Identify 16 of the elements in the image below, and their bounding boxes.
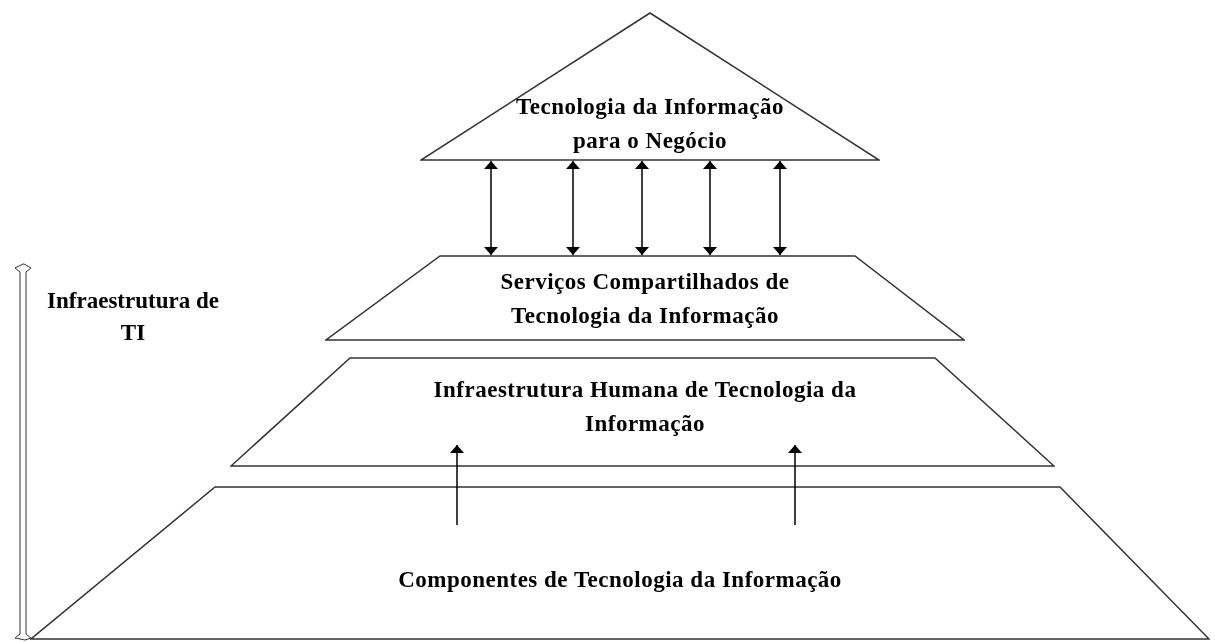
- triangle-shape: [420, 12, 880, 161]
- layer-title: Serviços Compartilhados de Tecnologia da Informação: [499, 268, 791, 330]
- arrow: [635, 160, 649, 256]
- layer-title: Componentes de Tecnologia da Informação: [397, 566, 843, 594]
- layer-title: Tecnologia da Informação para o Negócio: [515, 93, 785, 155]
- trapezoid-shape: [230, 357, 1055, 467]
- arrow: [566, 160, 580, 256]
- arrow: [484, 160, 498, 256]
- trapezoid-shape: [30, 486, 1210, 640]
- trapezoid-shape: [325, 255, 965, 341]
- arrow: [788, 444, 802, 526]
- arrow: [773, 160, 787, 256]
- bracket-label: Infraestrutura de TI: [46, 287, 220, 347]
- arrow: [703, 160, 717, 256]
- layer-title: Infraestrutura Humana de Tecnologia da Informação: [432, 376, 858, 438]
- arrow: [450, 444, 464, 526]
